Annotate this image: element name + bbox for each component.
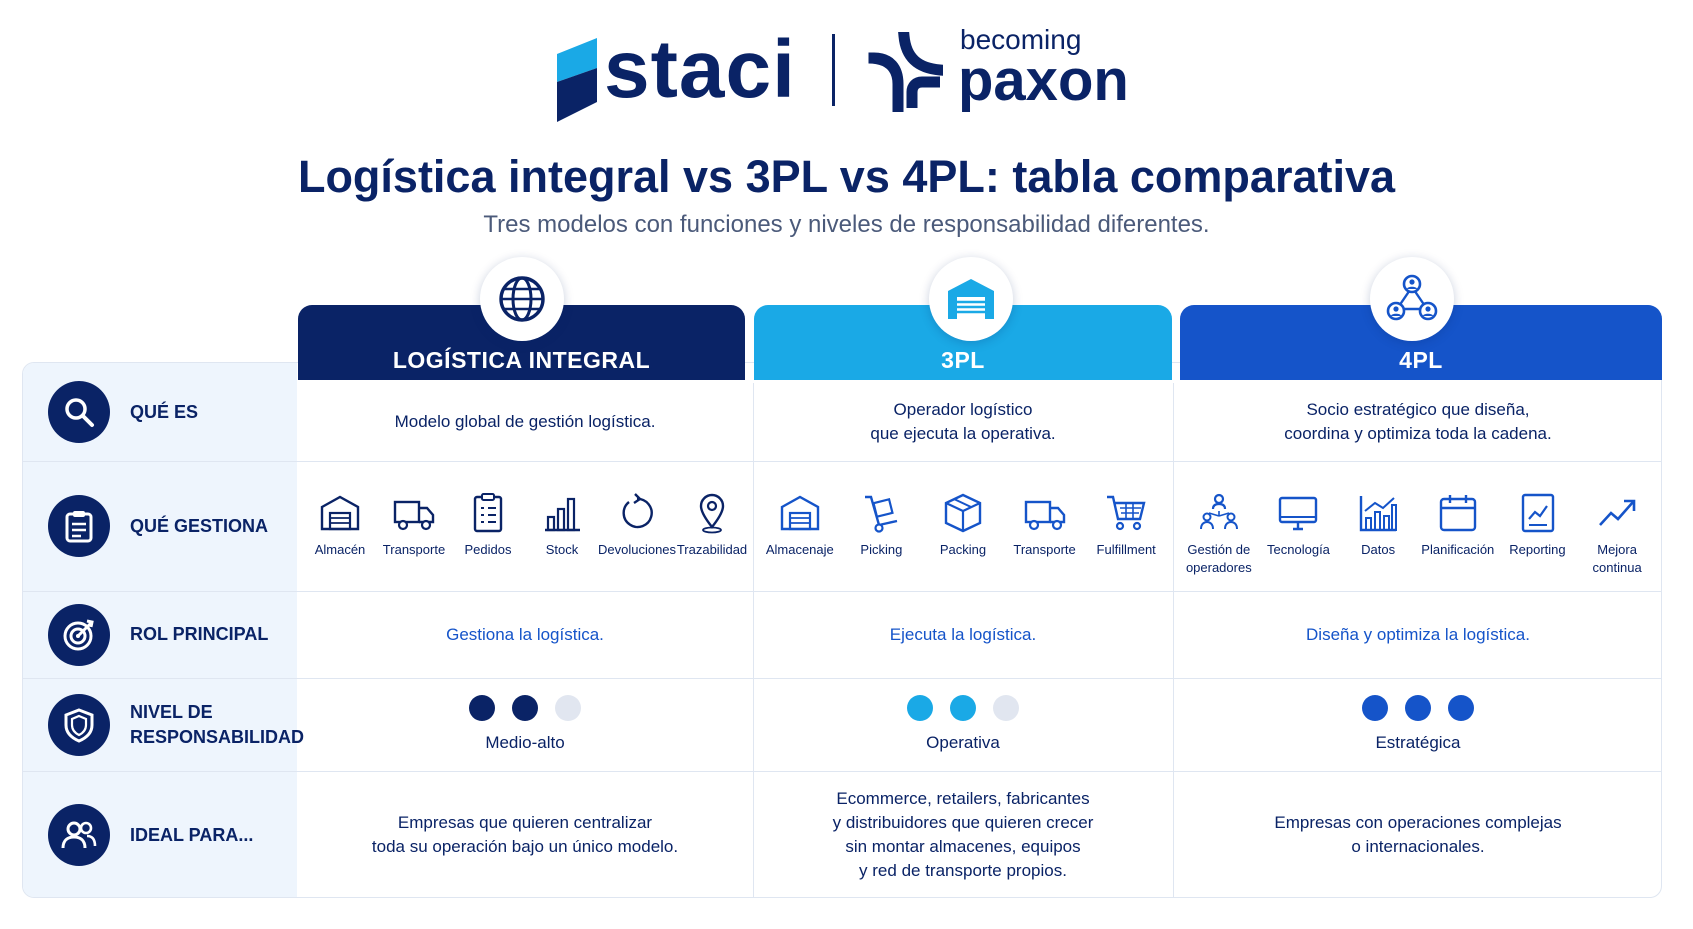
- list-item: Trazabilidad: [675, 491, 749, 559]
- responsibility-level-dots: [1362, 694, 1474, 721]
- list-item: Planificación: [1420, 491, 1496, 559]
- row-divider: [23, 461, 1661, 462]
- cell-integral-rol: Gestiona la logística.: [446, 624, 604, 644]
- cell-4pl-que-es: Socio estratégico que diseña,coordina y …: [1284, 400, 1552, 443]
- report-icon: [1522, 493, 1555, 533]
- cell-integral-que-es: Modelo global de gestión logística.: [394, 412, 656, 431]
- warehouse-icon: [929, 257, 1013, 341]
- brand-logos: staci becoming paxon: [0, 22, 1693, 137]
- responsibility-level-dots: [469, 694, 581, 721]
- people-network-icon: [1199, 493, 1238, 530]
- list-item: Almacén: [303, 491, 377, 559]
- logo-separator: [832, 34, 835, 106]
- list-item: Transporte: [1007, 491, 1083, 559]
- truck-icon: [393, 500, 435, 531]
- level-dot-filled: [1405, 694, 1431, 721]
- column-divider: [753, 383, 754, 897]
- list-item: Packing: [925, 491, 1001, 559]
- level-dot-filled: [1362, 694, 1388, 721]
- 4pl-gestiona-items: Gestión de operadores Tecnología Datos P…: [1179, 491, 1657, 577]
- list-item: Picking: [843, 491, 919, 559]
- staci-wordmark: staci: [604, 24, 796, 115]
- cell-4pl-rol: Diseña y optimiza la logística.: [1306, 624, 1530, 644]
- responsibility-level-dots: [907, 694, 1019, 721]
- location-pin-icon: [699, 493, 725, 534]
- target-icon: [48, 603, 110, 666]
- cell-3pl-rol: Ejecuta la logística.: [889, 624, 1037, 644]
- list-item: Devoluciones: [598, 491, 676, 559]
- row-que-es: QUÉ ES: [23, 363, 297, 461]
- staci-logo-mark: [557, 38, 597, 122]
- cell-4pl-nivel: Estratégica: [1173, 678, 1661, 771]
- list-item: Tecnología: [1260, 491, 1336, 559]
- row-label-que-gestiona: QUÉ GESTIONA: [130, 515, 269, 536]
- list-item: Gestión de operadores: [1181, 491, 1257, 577]
- cell-integral-nivel: Medio-alto: [297, 678, 753, 771]
- row-divider: [23, 771, 1661, 772]
- list-item: Almacenaje: [762, 491, 838, 559]
- paxon-logo-mark: [868, 32, 943, 112]
- calendar-icon: [1439, 495, 1476, 532]
- shopping-cart-icon: [1107, 495, 1146, 531]
- integral-gestiona-items: Almacén Transporte Pedidos Stock Devoluc…: [303, 491, 749, 559]
- bar-chart-icon: [545, 497, 580, 532]
- level-dot-empty: [555, 694, 581, 721]
- users-icon: [48, 804, 110, 866]
- shield-icon: [48, 693, 110, 756]
- return-arrow-icon: [622, 493, 653, 529]
- row-label-rol-principal: ROL PRINCIPAL: [130, 624, 269, 644]
- row-rol-principal: ROL PRINCIPAL: [23, 591, 297, 678]
- level-dot-filled: [469, 694, 495, 721]
- 3pl-gestiona-items: Almacenaje Picking Packing Transporte Fu…: [759, 491, 1167, 559]
- trend-up-icon: [1599, 499, 1636, 526]
- network-people-icon: [1370, 257, 1454, 341]
- page-subtitle: Tres modelos con funciones y niveles de …: [483, 211, 1210, 238]
- hand-truck-icon: [865, 495, 898, 533]
- truck-icon: [1024, 500, 1065, 531]
- level-dot-filled: [512, 694, 538, 721]
- monitor-icon: [1279, 496, 1318, 531]
- column-divider: [1173, 383, 1174, 897]
- paxon-wordmark: paxon: [958, 48, 1129, 113]
- list-item: Datos: [1340, 491, 1416, 559]
- row-ideal-para: IDEAL PARA...: [23, 771, 297, 897]
- box-icon: [944, 493, 982, 533]
- row-que-gestiona: QUÉ GESTIONA: [23, 461, 297, 591]
- globe-icon: [480, 257, 564, 341]
- list-item: Mejora continua: [1579, 491, 1655, 577]
- list-item: Pedidos: [451, 491, 525, 559]
- list-item: Stock: [525, 491, 599, 559]
- list-item: Transporte: [377, 491, 451, 559]
- row-label-ideal-para: IDEAL PARA...: [130, 824, 254, 845]
- level-dot-filled: [1448, 694, 1474, 721]
- becoming-text: becoming: [960, 24, 1082, 55]
- page-title: Logística integral vs 3PL vs 4PL: tabla …: [297, 151, 1396, 202]
- row-divider: [23, 678, 1661, 679]
- clipboard-list-icon: [473, 493, 503, 533]
- search-icon: [48, 381, 110, 443]
- row-divider: [23, 591, 1661, 592]
- warehouse-icon: [320, 495, 360, 531]
- row-label-que-es: QUÉ ES: [130, 401, 199, 422]
- data-chart-icon: [1359, 496, 1398, 532]
- comparison-table: QUÉ ES QUÉ GESTIONA ROL PRINCIPAL NIVEL …: [22, 362, 1662, 898]
- warehouse-icon: [780, 495, 819, 531]
- level-dot-filled: [950, 694, 976, 721]
- list-item: Reporting: [1499, 491, 1575, 559]
- level-dot-empty: [993, 694, 1019, 721]
- cell-3pl-nivel: Operativa: [753, 678, 1173, 771]
- list-item: Fulfillment: [1088, 491, 1164, 559]
- clipboard-icon: [48, 495, 110, 557]
- level-dot-filled: [907, 694, 933, 721]
